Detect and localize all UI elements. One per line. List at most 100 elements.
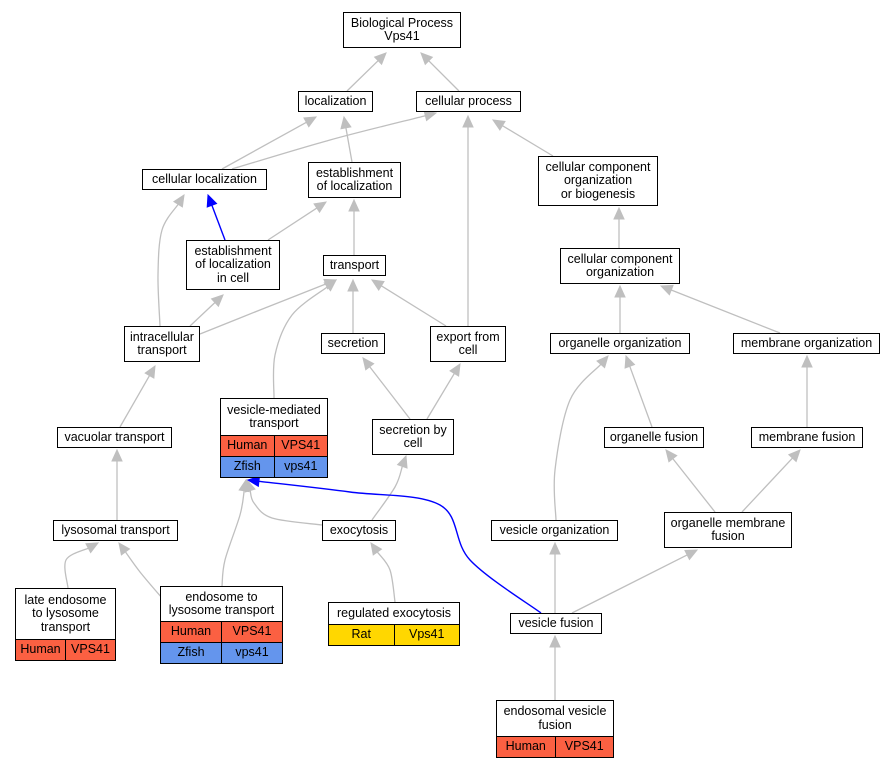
edge-arrowhead <box>111 448 123 462</box>
edge-intracellular_transport-to-cellular_localization <box>157 193 185 327</box>
go-term-label: cellular process <box>417 92 520 111</box>
edge-line <box>272 286 328 399</box>
edge-secretion_by_cell-to-export_from_cell <box>426 362 461 420</box>
go-term-label-line: exocytosis <box>329 522 389 537</box>
go-term-label: cellular localization <box>143 170 266 189</box>
edge-transport-to-establishment_localization <box>348 198 360 255</box>
gene-symbol[interactable]: VPS41 <box>273 436 328 456</box>
edge-regulated_exocytosis-to-exocytosis <box>370 542 396 603</box>
go-term-label-line: organization <box>585 265 655 279</box>
species-name: Zfish <box>177 645 205 660</box>
edge-arrowhead <box>373 52 387 66</box>
species-name: Human <box>20 642 61 657</box>
gene-symbol[interactable]: VPS41 <box>65 640 115 660</box>
species-name: Zfish <box>233 459 261 474</box>
gene-symbol[interactable]: VPS41 <box>221 622 282 642</box>
edge-arrowhead <box>462 114 474 128</box>
edge-arrowhead <box>423 110 438 122</box>
go-term-secretion[interactable]: secretion <box>321 333 385 354</box>
edge-arrowhead <box>396 454 408 469</box>
go-term-cellular-process[interactable]: cellular process <box>416 91 521 112</box>
edge-arrowhead <box>303 116 318 128</box>
go-term-organelle-organization[interactable]: organelle organization <box>550 333 690 354</box>
edge-line <box>376 551 396 603</box>
gene-symbol[interactable]: VPS41 <box>554 737 614 757</box>
edge-arrowhead <box>118 542 131 556</box>
go-term-localization[interactable]: localization <box>298 91 373 112</box>
go-term-label-line: cell <box>403 436 423 450</box>
go-term-label-line: to lysosome <box>32 606 99 621</box>
gene-symbol[interactable]: vps41 <box>273 457 328 477</box>
go-term-vesicle-fusion[interactable]: vesicle fusion <box>510 613 602 634</box>
edge-arrowhead <box>449 362 461 377</box>
gene-symbol[interactable]: Vps41 <box>393 625 460 645</box>
edge-line <box>672 458 716 513</box>
go-term-label-line: organelle fusion <box>609 429 699 444</box>
edge-arrowhead <box>370 542 383 556</box>
go-term-label-line: secretion <box>327 335 379 350</box>
edge-arrowhead <box>614 284 626 298</box>
edge-arrowhead <box>549 541 561 555</box>
go-term-label-line: establishment <box>315 165 394 180</box>
edge-cco-to-ccob <box>613 206 625 248</box>
go-term-label-line: vesicle-mediated <box>227 402 321 417</box>
edge-arrowhead <box>549 634 561 648</box>
go-term-vacuolar-transport[interactable]: vacuolar transport <box>57 427 172 448</box>
edge-arrowhead <box>238 478 250 493</box>
go-term-organelle-fusion[interactable]: organelle fusion <box>604 427 704 448</box>
edge-vesicle_organization-to-organelle_organization <box>553 355 609 521</box>
go-term-label: exocytosis <box>323 521 395 540</box>
go-term-membrane-organization[interactable]: membrane organization <box>733 333 880 354</box>
go-term-exocytosis[interactable]: exocytosis <box>322 520 396 541</box>
go-term-cellular-localization[interactable]: cellular localization <box>142 169 267 190</box>
go-term-membrane-fusion[interactable]: membrane fusion <box>751 427 863 448</box>
go-term-label: vesicle organization <box>492 521 617 540</box>
go-term-lysosomal-transport[interactable]: lysosomal transport <box>53 520 178 541</box>
go-term-label: regulated exocytosis <box>329 603 459 624</box>
go-term-label: vacuolar transport <box>58 428 171 447</box>
go-term-label-line: vesicle organization <box>499 522 610 537</box>
edge-line <box>189 302 216 327</box>
edge-secretion_by_cell-to-secretion <box>362 357 411 420</box>
edge-arrowhead <box>144 364 156 379</box>
edge-vacuolar_transport-to-intracellular_transport <box>119 364 156 428</box>
go-term-label-line: vesicle fusion <box>518 615 594 630</box>
edge-arrowhead <box>684 549 699 561</box>
go-term-label: secretion <box>322 334 384 353</box>
edge-est_loc_cell-to-cellular_localization <box>206 193 226 241</box>
edge-arrowhead <box>206 193 218 208</box>
gene-symbol[interactable]: vps41 <box>221 643 282 663</box>
edge-vesicle_fusion-to-vesicle_organization <box>549 541 561 613</box>
edge-line <box>380 285 447 327</box>
go-term-label-line: cellular process <box>425 93 512 108</box>
go-term-label: organelle fusion <box>605 428 703 447</box>
go-term-vesicle-organization[interactable]: vesicle organization <box>491 520 618 541</box>
go-term-label-line: endosome to <box>185 589 258 604</box>
go-term-label-line: of localization <box>316 179 393 193</box>
go-term-label-line: Biological Process <box>350 15 454 30</box>
edge-arrowhead <box>85 542 100 554</box>
go-term-label-line: transport <box>249 416 299 430</box>
go-term-transport[interactable]: transport <box>323 255 386 276</box>
edge-late_endosome-to-lysosomal_transport <box>64 542 100 589</box>
edge-arrowhead <box>624 354 636 369</box>
species-name: Human <box>170 624 212 639</box>
